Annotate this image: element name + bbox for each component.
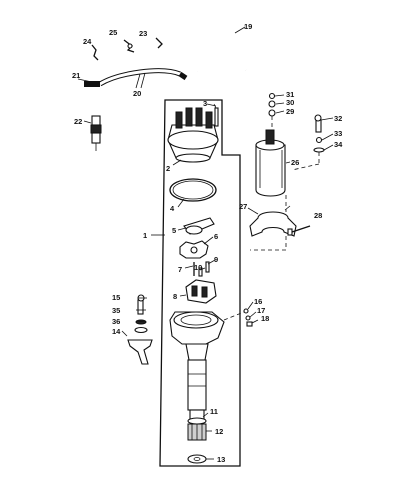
callout-17: 17 (257, 306, 265, 315)
callout-9: 9 (214, 255, 218, 264)
callout-13: 13 (217, 455, 225, 464)
callout-35: 35 (112, 306, 120, 315)
callout-20: 20 (133, 89, 141, 98)
thrust-washer-13 (187, 454, 214, 464)
callout-14: 14 (112, 327, 121, 336)
cap-seal-4 (169, 178, 217, 208)
fastener-group-16-18 (223, 308, 253, 327)
callout-28: 28 (314, 211, 322, 220)
small-pins (193, 261, 210, 277)
callout-15: 15 (112, 293, 120, 302)
trigger-wheel-6 (179, 240, 209, 259)
leader-lines (135, 94, 334, 324)
callout-26: 26 (291, 158, 299, 167)
bracket-screw-28 (287, 225, 311, 236)
callout-25: 25 (109, 28, 117, 37)
callout-18: 18 (261, 314, 269, 323)
ignition-wire-harness (77, 68, 188, 89)
callout-27: 27 (239, 202, 247, 211)
ignition-coil-26 (255, 129, 291, 197)
callout-32: 32 (334, 114, 342, 123)
rotor-5 (183, 217, 215, 235)
callout-1: 1 (143, 231, 147, 240)
callout-7: 7 (178, 265, 182, 274)
callout-22: 22 (74, 117, 82, 126)
relationship-lines (250, 152, 320, 251)
callout-5: 5 (172, 226, 176, 235)
callout-36: 36 (112, 317, 120, 326)
assembly-frame (151, 99, 241, 467)
callout-6: 6 (214, 232, 218, 241)
callout-8: 8 (173, 292, 177, 301)
callout-11: 11 (210, 407, 218, 416)
callout-24: 24 (83, 37, 92, 46)
callout-29: 29 (286, 107, 294, 116)
callout-3: 3 (203, 99, 207, 108)
spark-plug-22 (83, 115, 102, 151)
callout-12: 12 (215, 427, 223, 436)
callout-10: 10 (194, 263, 202, 272)
callout-21: 21 (72, 71, 80, 80)
callout-31: 31 (286, 90, 294, 99)
distributor-housing (169, 311, 225, 421)
callout-30: 30 (286, 98, 294, 107)
callout-23: 23 (139, 29, 147, 38)
drive-gear-12 (187, 412, 212, 441)
callout-16: 16 (254, 297, 262, 306)
hold-down-clamp-14 (121, 294, 153, 365)
callout-labels: 1 2 3 4 5 6 7 8 9 10 11 12 13 14 15 16 1… (72, 22, 343, 464)
coil-bracket-27 (249, 205, 297, 237)
callout-33: 33 (334, 129, 342, 138)
callout-34: 34 (334, 140, 343, 149)
callout-19: 19 (244, 22, 252, 31)
callout-4: 4 (170, 204, 175, 213)
callout-2: 2 (166, 164, 170, 173)
spark-plug-wire-19 (195, 26, 248, 73)
ground-hardware-32-34 (313, 114, 325, 153)
distributor-cap-2 (167, 103, 219, 166)
ignition-module-8 (179, 279, 217, 304)
retainer-clips (91, 37, 163, 61)
coil-nuts-29-31 (268, 92, 276, 128)
